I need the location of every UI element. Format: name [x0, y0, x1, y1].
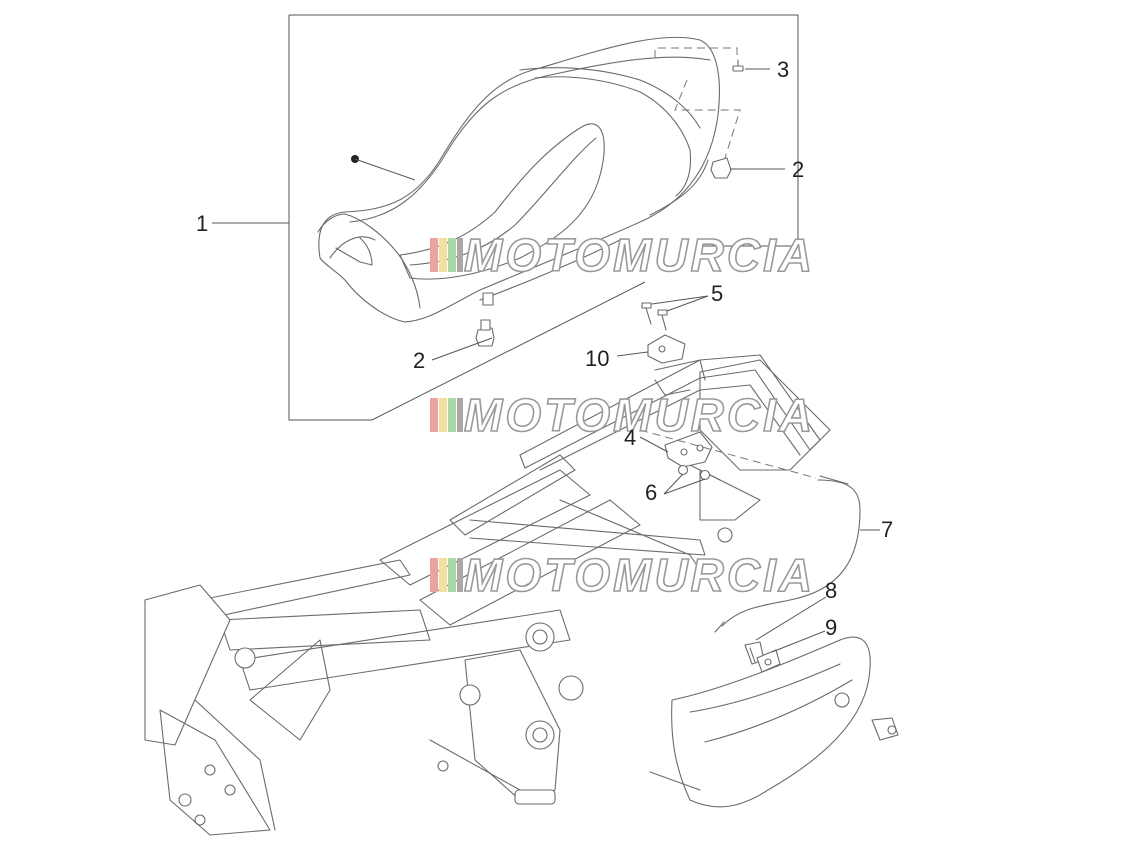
screw-5-icons: [641, 302, 668, 331]
seat-lock-illustration: [664, 431, 713, 468]
rear-frame-illustration: [144, 354, 831, 836]
watermark-stripe: [457, 238, 463, 272]
watermark-text: MOTOMURCIA: [464, 549, 815, 601]
callout-2-lower: 2: [413, 348, 425, 373]
callout-labels: 1 2 2 3 4 5 6 7 8 9 10: [196, 57, 893, 640]
lock-cylinder-icon: [871, 717, 899, 741]
callout-9: 9: [825, 615, 837, 640]
nut-6-icons: [677, 464, 711, 481]
watermark-stripe: [430, 238, 438, 272]
callout-10: 10: [585, 346, 609, 371]
watermark-stripe: [448, 398, 456, 432]
watermark-text: MOTOMURCIA: [464, 229, 815, 281]
callout-5: 5: [711, 281, 723, 306]
callout-7: 7: [881, 517, 893, 542]
rubber-buffer-upper-icon: [710, 157, 732, 179]
callout-3: 3: [777, 57, 789, 82]
watermark-top: MOTOMURCIA: [430, 228, 815, 282]
watermark-stripe: [439, 398, 447, 432]
rubber-buffer-lower-icon: [475, 319, 495, 347]
seat-group-box: [288, 14, 799, 421]
callout-1: 1: [196, 211, 208, 236]
callout-8: 8: [825, 578, 837, 603]
watermark-stripe: [430, 398, 438, 432]
watermark-stripe: [439, 238, 447, 272]
callout-2-upper: 2: [792, 157, 804, 182]
watermark-stripe: [430, 558, 438, 592]
seat-illustration: [317, 36, 720, 323]
bracket-10-illustration: [647, 334, 686, 364]
callout-4: 4: [624, 425, 636, 450]
watermark-stripe: [448, 238, 456, 272]
leader-lines: [212, 68, 880, 653]
watermark-bottom: MOTOMURCIA: [430, 548, 815, 602]
callout-6: 6: [645, 480, 657, 505]
screw-3-icon: [732, 59, 744, 72]
watermark-stripe: [448, 558, 456, 592]
watermark-middle: MOTOMURCIA: [430, 388, 815, 442]
seat-dashed-guides: [654, 47, 741, 159]
watermark-text: MOTOMURCIA: [464, 389, 815, 441]
watermark-stripe: [439, 558, 447, 592]
plate-9-icon: [756, 649, 781, 673]
watermark-stripe: [457, 398, 463, 432]
watermark-stripe: [457, 558, 463, 592]
release-cable-illustration: [639, 429, 861, 633]
side-cover-illustration: [649, 636, 871, 808]
